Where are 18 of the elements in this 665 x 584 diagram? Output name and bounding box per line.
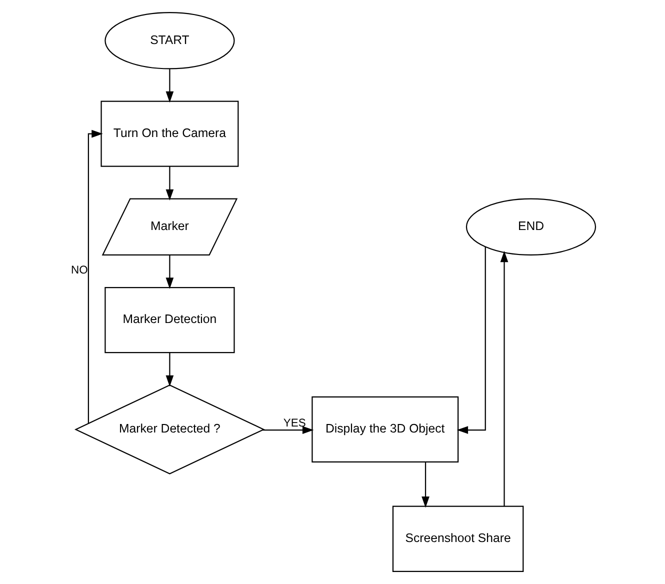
node-ellipse: END xyxy=(465,198,596,256)
node-box: Screenshoot Share xyxy=(392,506,524,572)
edge-label: YES xyxy=(282,418,306,430)
arrow xyxy=(165,352,174,387)
arrow xyxy=(421,462,429,508)
arrow xyxy=(262,426,314,434)
node-box: Display the 3D Object xyxy=(311,396,458,463)
arrow xyxy=(165,69,174,103)
arrow xyxy=(165,166,174,201)
node-diamond: Marker Detected ? xyxy=(74,384,264,474)
arrow xyxy=(456,246,486,434)
node-box: Turn On the Camera xyxy=(100,100,238,167)
arrow xyxy=(165,255,174,289)
node-ellipse: START xyxy=(104,12,234,70)
arrow xyxy=(500,250,508,506)
edge-label: NO xyxy=(70,264,88,276)
node-box: Marker Detection xyxy=(104,286,234,354)
arrow xyxy=(87,130,102,424)
